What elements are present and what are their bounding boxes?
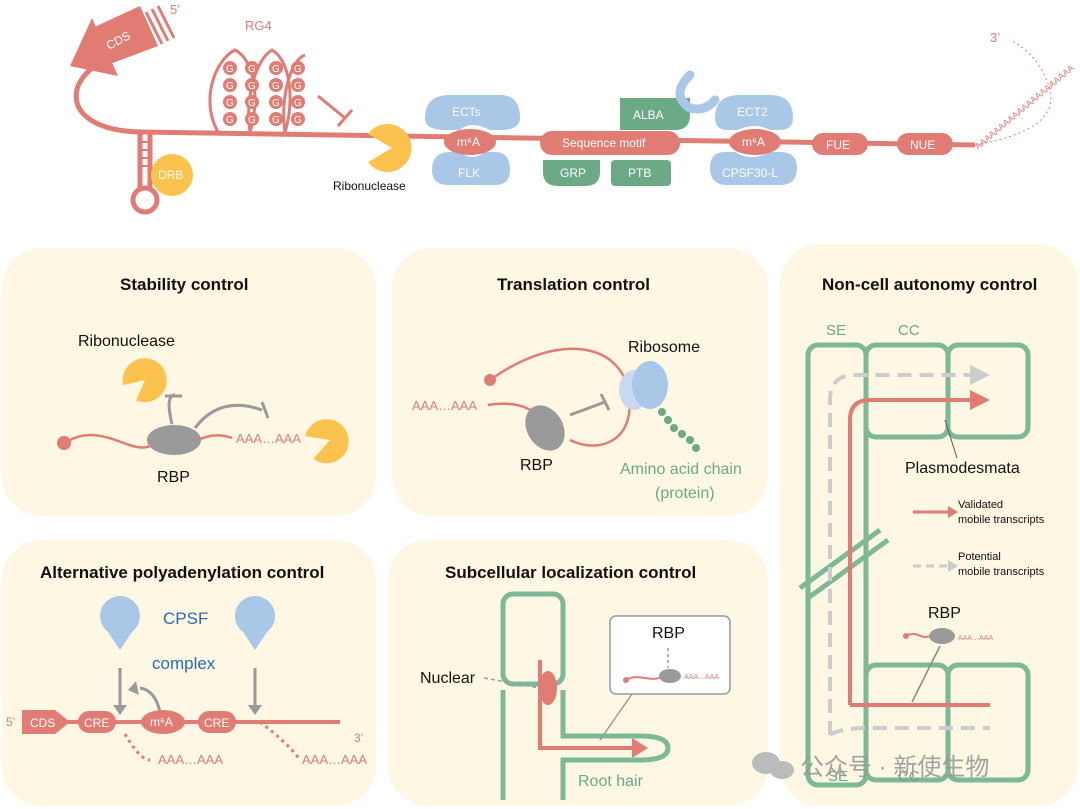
stability-ribonuclease-label: Ribonuclease — [78, 333, 175, 350]
root-hair-label: Root hair — [578, 773, 644, 790]
apa-cre-label-2: CRE — [204, 716, 229, 730]
alba-label: ALBA — [633, 108, 664, 122]
svg-text:G: G — [294, 81, 302, 92]
potential-label-2: mobile transcripts — [958, 566, 1045, 578]
svg-text:G: G — [272, 64, 280, 75]
top-ribonuclease-label: Ribonuclease — [333, 179, 406, 193]
ects-complex: ECTs FLK m⁶A — [425, 95, 520, 185]
apa-cds-label: CDS — [30, 716, 55, 730]
validated-label-1: Validated — [958, 499, 1003, 511]
se-bottom-label: SE — [828, 768, 848, 785]
ect2-complex: ECT2 CPSF30-L m⁶A — [675, 70, 797, 185]
svg-text:G: G — [226, 115, 234, 126]
panel-translation: Translation control Ribosome AAA…AAA RBP… — [392, 248, 768, 516]
polya-tail-label: AAAAAAAAAAAAAAAAAAAAA — [973, 63, 1076, 152]
ribosome-label: Ribosome — [628, 339, 700, 356]
ribonuclease-pacman — [368, 123, 412, 172]
plasmodesmata-label: Plasmodesmata — [905, 460, 1020, 477]
svg-text:G: G — [248, 98, 256, 109]
translation-title: Translation control — [497, 275, 650, 294]
translation-rbp — [525, 405, 565, 451]
m6a-mark-2 — [729, 129, 781, 155]
grp-label: GRP — [560, 166, 586, 180]
cpsf30l-label: CPSF30-L — [722, 166, 778, 180]
svg-text:G: G — [294, 64, 302, 75]
svg-text:G: G — [294, 115, 302, 126]
svg-text:G: G — [272, 98, 280, 109]
ribosome-large — [632, 361, 668, 409]
watermark: 公众号 · 新使生物 — [752, 752, 989, 781]
apa-cre-label-1: CRE — [84, 716, 109, 730]
svg-text:G: G — [248, 81, 256, 92]
nucleus — [539, 671, 557, 705]
noncell-rbp-label: RBP — [928, 605, 961, 622]
se-label: SE — [826, 322, 846, 339]
svg-text:G: G — [226, 98, 234, 109]
ptb-label: PTB — [628, 166, 651, 180]
three-prime-label: 3’ — [990, 30, 1000, 45]
m6a-label-2: m⁶A — [742, 135, 765, 149]
apa-title: Alternative polyadenylation control — [40, 563, 324, 582]
svg-text:G: G — [272, 81, 280, 92]
translation-polya: AAA…AAA — [412, 398, 477, 413]
apa-m6a-label: m⁶A — [150, 715, 173, 729]
panel-apa: Alternative polyadenylation control CPSF… — [2, 540, 376, 806]
stability-polya: AAA…AAA — [236, 431, 301, 446]
cc-bottom-label: CC — [898, 768, 920, 785]
drb-label: DRB — [158, 168, 183, 182]
sequence-motif: Sequence motif GRP PTB ALBA — [540, 98, 690, 186]
drb-protein — [151, 154, 193, 196]
stability-title: Stability control — [120, 275, 248, 294]
subcellular-polya: AAA…AAA — [684, 674, 719, 681]
polya-tail — [974, 39, 1052, 146]
stability-rbp-label: RBP — [157, 469, 190, 486]
panel-stability: Stability control Ribonuclease AAA…AAA R… — [2, 248, 376, 516]
cc-label: CC — [898, 322, 920, 339]
svg-text:G: G — [294, 98, 302, 109]
ect2-label: ECT2 — [737, 105, 768, 119]
svg-text:G: G — [248, 115, 256, 126]
nue-label: NUE — [910, 138, 935, 152]
noncell-polya: AAA…AAA — [958, 635, 993, 642]
apa-polya-2: AAA…AAA — [302, 752, 367, 767]
svg-text:G: G — [272, 115, 280, 126]
cpsf-label-1: CPSF — [163, 609, 208, 628]
panel-subcellular: Subcellular localization control Nuclear… — [388, 540, 768, 806]
cds-arrow: CDS — [70, 5, 176, 76]
watermark-text: 公众号 · 新使生物 — [800, 754, 989, 781]
fue-element — [812, 133, 868, 155]
noncell-title: Non-cell autonomy control — [822, 275, 1037, 294]
amino-acid-label-1: Amino acid chain — [620, 461, 742, 478]
five-prime-label: 5’ — [170, 2, 180, 17]
panel-noncell: Non-cell autonomy control SE CC Plasmode… — [780, 244, 1078, 806]
apa-three-prime: 3’ — [354, 731, 363, 745]
validated-label-2: mobile transcripts — [958, 514, 1045, 526]
svg-text:G: G — [226, 64, 234, 75]
translation-rbp-label: RBP — [520, 457, 553, 474]
cpsf-label-2: complex — [152, 654, 216, 673]
nuclear-label: Nuclear — [420, 670, 476, 687]
fue-label: FUE — [826, 138, 850, 152]
noncell-rbp — [929, 628, 955, 644]
svg-text:G: G — [248, 64, 256, 75]
subcellular-title: Subcellular localization control — [445, 563, 696, 582]
potential-label-1: Potential — [958, 551, 1001, 563]
sequence-motif-label: Sequence motif — [562, 136, 646, 150]
subcellular-rbp-label: RBP — [652, 625, 685, 642]
apa-five-prime: 5’ — [6, 715, 15, 729]
rg4-label: RG4 — [245, 18, 272, 33]
stability-rbp — [147, 425, 201, 455]
m6a-mark-1 — [444, 129, 496, 155]
amino-acid-label-2: (protein) — [655, 485, 715, 502]
svg-text:G: G — [226, 81, 234, 92]
flk-label: FLK — [458, 166, 480, 180]
ects-label: ECTs — [452, 105, 481, 119]
apa-polya-1: AAA…AAA — [158, 752, 223, 767]
drb-stem-loop: DRB — [130, 132, 193, 215]
nue-element — [897, 133, 953, 155]
m6a-label-1: m⁶A — [457, 135, 480, 149]
